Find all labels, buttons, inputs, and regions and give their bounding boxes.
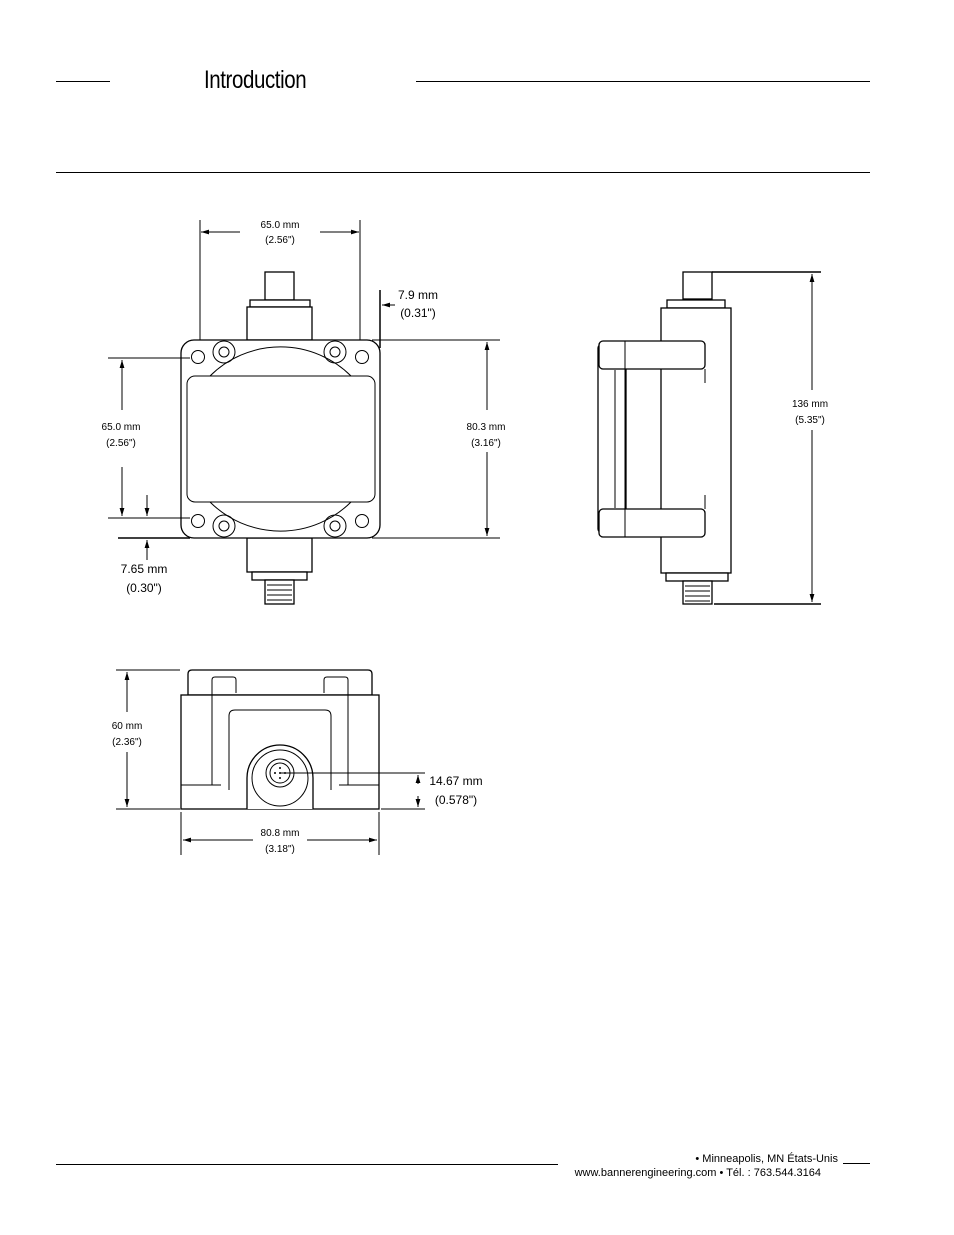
dim-offset-mm: 7.9 mm xyxy=(398,288,438,302)
dim-hole-spacing-in: (2.56") xyxy=(106,438,136,449)
dim-width-in: (3.18") xyxy=(265,844,295,855)
front-view: 65.0 mm (2.56") 7.9 mm (0.31") 80.3 mm (… xyxy=(102,220,506,605)
dim-connector-height-mm: 14.67 mm xyxy=(429,774,482,788)
page-title: Introduction xyxy=(204,66,307,94)
side-view: 136 mm (5.35") xyxy=(597,271,828,605)
header-rule-left xyxy=(56,81,110,82)
footer-rule-right xyxy=(843,1163,870,1164)
dim-depth-mm: 60 mm xyxy=(112,721,143,732)
dim-height-in: (3.16") xyxy=(471,438,501,449)
dim-length-in: (5.35") xyxy=(795,415,825,426)
bottom-view: 60 mm (2.36") 80.8 mm (3.18") 14.67 mm (… xyxy=(112,669,483,855)
dim-offset-in: (0.31") xyxy=(400,306,436,320)
dim-height-mm: 80.3 mm xyxy=(467,422,506,433)
section-divider xyxy=(56,172,870,173)
footer-rule-left xyxy=(56,1164,558,1165)
header-rule-right xyxy=(416,81,870,82)
dim-hole-offset-mm: 7.65 mm xyxy=(121,562,168,576)
footer-contact: www.bannerengineering.com • Tél. : 763.5… xyxy=(574,1167,821,1179)
footer-address: • Minneapolis, MN États-Unis xyxy=(695,1153,838,1165)
dim-hole-offset-in: (0.30") xyxy=(126,581,162,595)
dim-top-width-mm: 65.0 mm xyxy=(261,220,300,231)
dim-top-width-in: (2.56") xyxy=(265,235,295,246)
dim-length-mm: 136 mm xyxy=(792,399,828,410)
dim-width-mm: 80.8 mm xyxy=(261,828,300,839)
dim-hole-spacing-mm: 65.0 mm xyxy=(102,422,141,433)
dim-depth-in: (2.36") xyxy=(112,737,142,748)
dim-connector-height-in: (0.578") xyxy=(435,793,477,807)
